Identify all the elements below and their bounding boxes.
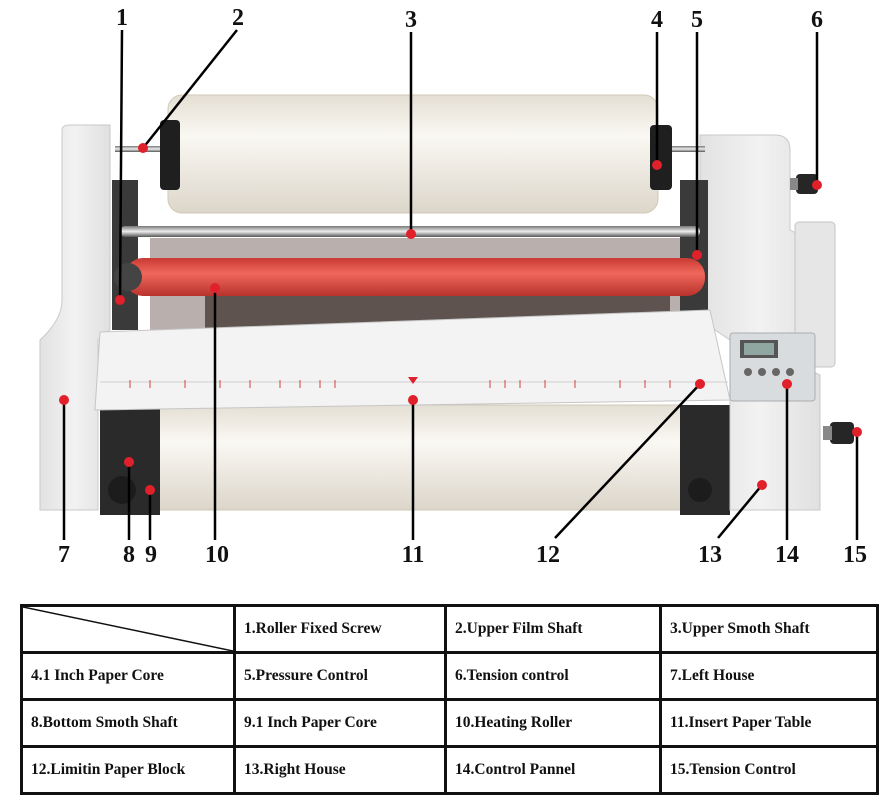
callout-8: 8 xyxy=(123,542,135,568)
legend-cell: 2.Upper Film Shaft xyxy=(444,604,662,654)
left-side-frame xyxy=(112,180,138,330)
red-dot-marker xyxy=(652,160,662,170)
right-house xyxy=(699,134,836,511)
legend-cell: 8.Bottom Smoth Shaft xyxy=(20,698,236,748)
marker-dots xyxy=(59,143,862,495)
callout-3: 3 xyxy=(405,7,417,33)
tension-knob-icon xyxy=(823,422,854,444)
red-dot-marker xyxy=(124,457,134,467)
red-dot-marker xyxy=(115,295,125,305)
legend-cell: 10.Heating Roller xyxy=(444,698,662,748)
legend-cell: 13.Right House xyxy=(233,745,447,795)
ruler-scale xyxy=(129,380,671,388)
red-dot-marker xyxy=(852,427,862,437)
callout-9: 9 xyxy=(145,542,157,568)
center-arrow-icon xyxy=(408,377,418,384)
red-dot-marker xyxy=(812,180,822,190)
red-dot-marker xyxy=(408,395,418,405)
legend-cell: 6.Tension control xyxy=(444,651,662,701)
legend-cell: 15.Tension Control xyxy=(659,745,879,795)
legend-cell: 3.Upper Smoth Shaft xyxy=(659,604,879,654)
legend-row: 12.Limitin Paper Block 13.Right House 14… xyxy=(20,745,879,795)
legend-cell: 5.Pressure Control xyxy=(233,651,447,701)
left-house xyxy=(39,124,111,511)
red-dot-marker xyxy=(757,480,767,490)
callout-2: 2 xyxy=(232,5,244,31)
callout-13: 13 xyxy=(698,542,722,568)
legend-row: 4.1 Inch Paper Core 5.Pressure Control 6… xyxy=(20,651,879,701)
red-dot-marker xyxy=(145,485,155,495)
red-dot-marker xyxy=(695,379,705,389)
heating-roller-end-cap xyxy=(114,263,142,291)
legend-row: 8.Bottom Smoth Shaft 9.1 Inch Paper Core… xyxy=(20,698,879,748)
callout-10: 10 xyxy=(205,542,229,568)
legend-cell: 9.1 Inch Paper Core xyxy=(233,698,447,748)
red-dot-marker xyxy=(138,143,148,153)
red-dot-marker xyxy=(692,250,702,260)
legend-row: 1.Roller Fixed Screw 2.Upper Film Shaft … xyxy=(20,604,879,654)
red-dot-marker xyxy=(782,379,792,389)
callout-5: 5 xyxy=(691,7,703,33)
legend-cell: 11.Insert Paper Table xyxy=(659,698,879,748)
red-dot-marker xyxy=(406,229,416,239)
red-dot-marker xyxy=(59,395,69,405)
insert-paper-table xyxy=(94,309,731,411)
legend-cell: 1.Roller Fixed Screw xyxy=(233,604,447,654)
laminator-diagram xyxy=(39,29,862,540)
legend-cell: 12.Limitin Paper Block xyxy=(20,745,236,795)
heating-roller xyxy=(125,258,705,296)
legend-corner-cell xyxy=(20,604,236,654)
callout-11: 11 xyxy=(401,542,425,568)
control-panel xyxy=(729,332,816,402)
callout-6: 6 xyxy=(811,7,823,33)
callout-12: 12 xyxy=(536,542,560,568)
leader-lines xyxy=(62,29,859,540)
callout-1: 1 xyxy=(116,5,128,31)
legend-cell: 4.1 Inch Paper Core xyxy=(20,651,236,701)
tension-knob-icon xyxy=(790,174,818,194)
legend-cell: 14.Control Pannel xyxy=(444,745,662,795)
bottom-film-roll xyxy=(100,404,730,515)
callout-15: 15 xyxy=(843,542,867,568)
callout-4: 4 xyxy=(651,7,663,33)
legend-cell: 7.Left House xyxy=(659,651,879,701)
red-dot-marker xyxy=(210,283,220,293)
parts-legend-table: 1.Roller Fixed Screw 2.Upper Film Shaft … xyxy=(20,604,879,795)
callout-7: 7 xyxy=(58,542,70,568)
callout-14: 14 xyxy=(775,542,799,568)
